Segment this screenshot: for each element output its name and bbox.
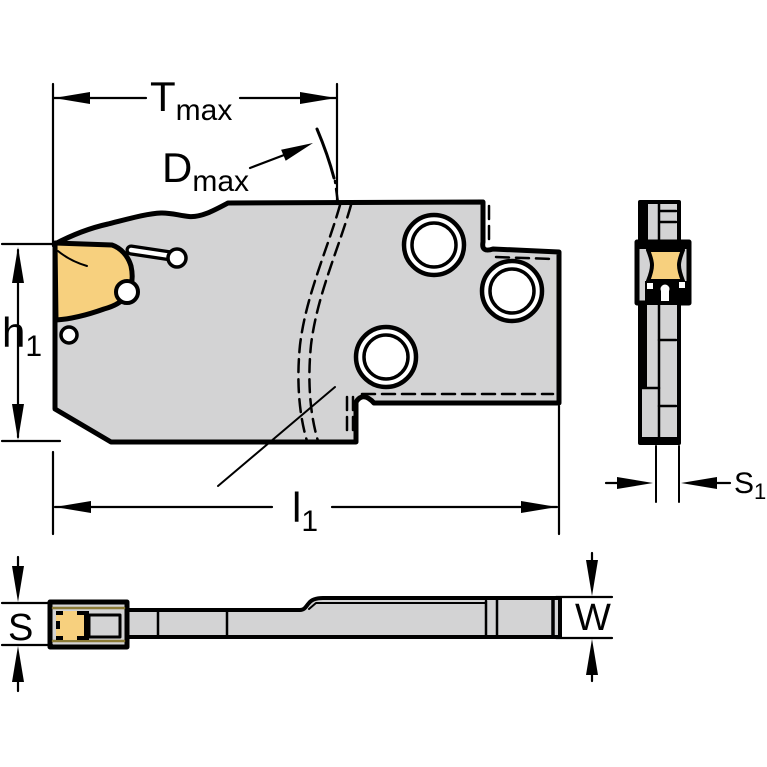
- clamp-gap: [647, 283, 653, 289]
- arrowhead: [12, 404, 24, 440]
- mounting-hole-inner: [362, 333, 410, 381]
- arrowhead: [12, 566, 24, 602]
- dimension-h1: h1: [0, 242, 62, 443]
- cutting-insert-side: [646, 248, 685, 283]
- front-view: [52, 127, 562, 487]
- label-s: S: [8, 607, 33, 649]
- insert-clamp-divider: [84, 611, 89, 640]
- dimension-t-max: Tmax: [51, 73, 339, 248]
- pin-hole: [59, 325, 79, 345]
- arrowhead: [12, 646, 24, 682]
- blade-bar-bottom: [125, 596, 562, 639]
- holder-body: [52, 199, 562, 445]
- arrowhead: [300, 92, 336, 104]
- side-view: [634, 200, 692, 445]
- clamp-lever: [125, 244, 188, 269]
- label-s1: S1: [734, 467, 766, 504]
- arrowhead: [617, 477, 653, 489]
- arrowhead: [55, 501, 91, 513]
- arrowhead: [681, 477, 717, 489]
- arrowhead: [586, 560, 598, 596]
- insert-corner-marks: [56, 611, 84, 640]
- arrowhead: [281, 143, 313, 161]
- dimension-w: W: [554, 551, 614, 683]
- label-l1: l1: [292, 484, 318, 538]
- dimension-s1: S1: [604, 445, 766, 504]
- hidden-lines-front: [297, 203, 555, 443]
- shank-edge-band: [640, 204, 648, 242]
- insert-tip-hole: [114, 279, 140, 305]
- insert-seat-line: [57, 250, 88, 267]
- dimension-d-max: Dmax: [162, 143, 313, 198]
- arc-leader-line: [217, 386, 336, 487]
- cutting-insert-bottom: [56, 611, 84, 640]
- arrowhead: [521, 501, 557, 513]
- label-d-max: Dmax: [162, 144, 249, 198]
- insert-pocket: [87, 613, 122, 639]
- mounting-hole-inner: [410, 221, 458, 269]
- blade-edge-band: [640, 303, 647, 388]
- arrowhead: [12, 247, 24, 283]
- clamp-screw-stem: [661, 289, 669, 301]
- dimension-s: S: [0, 555, 54, 693]
- mounting-holes: [353, 212, 545, 390]
- head-top-strip: [637, 242, 689, 249]
- label-h1: h1: [2, 309, 42, 363]
- clamp-gap: [679, 282, 685, 288]
- bottom-view: [47, 596, 562, 650]
- arrowhead: [54, 92, 90, 104]
- arrowhead: [586, 639, 598, 675]
- lever-ball: [166, 247, 188, 269]
- mounting-hole-inner: [488, 267, 536, 315]
- dimension-l1: l1: [51, 404, 561, 538]
- label-w: W: [575, 597, 611, 639]
- dmax-arc: [315, 127, 336, 180]
- blade-bottom-cap: [640, 437, 679, 443]
- label-t-max: Tmax: [150, 73, 232, 127]
